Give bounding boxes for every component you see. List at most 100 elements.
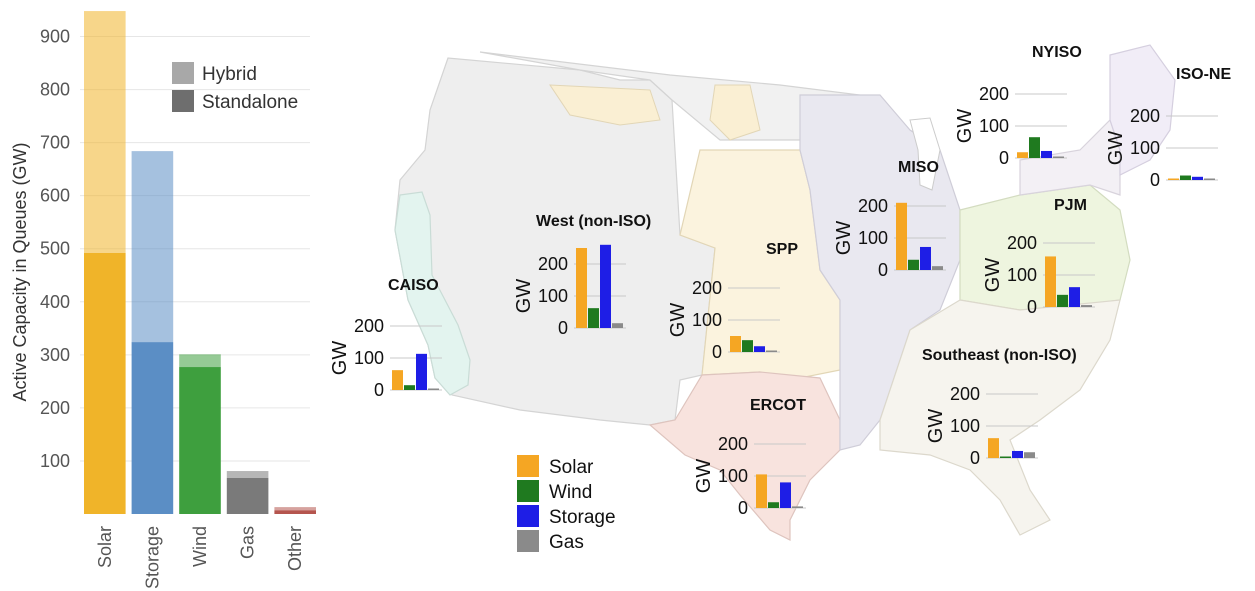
region-label-spp: SPP: [766, 241, 798, 258]
mini-tick-label: 0: [712, 342, 722, 362]
mini-y-label: GW: [329, 341, 351, 376]
mini-tick-label: 0: [558, 318, 568, 338]
bar-solar-standalone: [84, 252, 126, 514]
y-tick-label: 400: [40, 292, 70, 312]
legend-swatch-standalone: [172, 90, 194, 112]
mini-tick-label: 100: [858, 228, 888, 248]
mini-tick-label: 0: [1027, 297, 1037, 317]
mini-bar-pjm-storage: [1069, 287, 1080, 307]
y-tick-label: 600: [40, 186, 70, 206]
mini-y-label: GW: [1105, 131, 1127, 166]
map-legend-swatch-wind: [517, 480, 539, 502]
mini-bar-nyiso-wind: [1029, 137, 1040, 158]
mini-tick-label: 200: [692, 278, 722, 298]
region-label-ercot: ERCOT: [750, 397, 806, 414]
mini-bar-nyiso-storage: [1041, 150, 1052, 158]
mini-bar-miso-gas: [932, 266, 943, 270]
region-label-southeast-non-iso: Southeast (non-ISO): [922, 347, 1077, 364]
mini-bar-pjm-gas: [1081, 305, 1092, 307]
legend-label-standalone: Standalone: [202, 92, 298, 113]
region-label-west-non-iso: West (non-ISO): [536, 213, 651, 230]
mini-tick-label: 0: [878, 260, 888, 280]
bar-gas-hybrid: [226, 471, 269, 478]
mini-tick-label: 200: [858, 196, 888, 216]
mini-bar-spp-solar: [730, 336, 741, 352]
mini-tick-label: 100: [718, 466, 748, 486]
mini-bar-southeast-non-iso-solar: [988, 438, 999, 458]
mini-tick-label: 200: [979, 84, 1009, 104]
mini-bar-iso-ne-solar: [1168, 178, 1179, 180]
mini-y-label: GW: [925, 409, 947, 444]
region-label-caiso: CAISO: [388, 277, 439, 294]
mini-bar-southeast-non-iso-storage: [1012, 450, 1023, 458]
mini-tick-label: 0: [1150, 170, 1160, 190]
map-regions: [394, 44, 1176, 541]
mini-tick-label: 100: [1007, 265, 1037, 285]
bar-storage-hybrid: [131, 151, 174, 343]
mini-tick-label: 200: [1007, 233, 1037, 253]
mini-bar-west-non-iso-wind: [588, 308, 599, 328]
mini-tick-label: 0: [738, 498, 748, 518]
mini-bar-spp-wind: [742, 340, 753, 352]
region-southeast: [879, 299, 1121, 536]
x-tick-label-other: Other: [285, 526, 305, 571]
mini-tick-label: 0: [374, 380, 384, 400]
mini-tick-label: 100: [979, 116, 1009, 136]
map-legend-label-wind: Wind: [549, 482, 592, 503]
y-tick-label: 900: [40, 27, 70, 47]
mini-tick-label: 100: [950, 416, 980, 436]
mini-bar-iso-ne-storage: [1192, 176, 1203, 180]
bar-solar-hybrid: [84, 11, 126, 253]
x-tick-label-wind: Wind: [190, 526, 210, 567]
x-tick-label-solar: Solar: [95, 526, 115, 568]
mini-tick-label: 100: [1130, 138, 1160, 158]
x-tick-label-storage: Storage: [142, 526, 162, 589]
map-legend-swatch-solar: [517, 455, 539, 477]
region-north: [479, 51, 861, 141]
mini-bar-miso-solar: [896, 202, 907, 270]
mini-tick-label: 100: [354, 348, 384, 368]
bar-storage-standalone: [131, 342, 174, 514]
mini-bar-west-non-iso-storage: [600, 244, 611, 328]
x-tick-labels: Solar Storage Wind Gas Other: [95, 526, 305, 589]
y-tick-label: 200: [40, 398, 70, 418]
mini-bar-nyiso-solar: [1017, 152, 1028, 158]
bar-gas-standalone: [226, 477, 269, 514]
mini-tick-label: 100: [692, 310, 722, 330]
mini-bar-caiso-solar: [392, 370, 403, 390]
region-label-miso: MISO: [898, 159, 939, 176]
map-legend-swatch-gas: [517, 530, 539, 552]
mini-bar-caiso-gas: [428, 388, 439, 390]
region-spp-north-a: [549, 84, 661, 126]
mini-bar-miso-storage: [920, 246, 931, 270]
mini-tick-label: 200: [950, 384, 980, 404]
region-label-pjm: PJM: [1054, 197, 1087, 214]
mini-bar-spp-gas: [766, 350, 777, 352]
region-isone: [1109, 44, 1176, 176]
mini-bar-nyiso-gas: [1053, 156, 1064, 158]
y-tick-label: 500: [40, 239, 70, 259]
bar-other-standalone: [274, 510, 316, 514]
mini-y-label: GW: [667, 303, 689, 338]
mini-bar-iso-ne-gas: [1204, 178, 1215, 180]
mini-bar-west-non-iso-solar: [576, 248, 587, 328]
bars: [84, 11, 316, 514]
region-caiso: [394, 191, 471, 396]
x-tick-label-gas: Gas: [238, 526, 258, 559]
mini-bar-miso-wind: [908, 259, 919, 270]
map-legend-label-solar: Solar: [549, 457, 594, 478]
mini-bar-spp-storage: [754, 346, 765, 352]
map-legend-swatch-storage: [517, 505, 539, 527]
mini-bar-west-non-iso-gas: [612, 323, 623, 328]
bar-other-hybrid: [274, 507, 316, 511]
legend-label-hybrid: Hybrid: [202, 64, 257, 85]
